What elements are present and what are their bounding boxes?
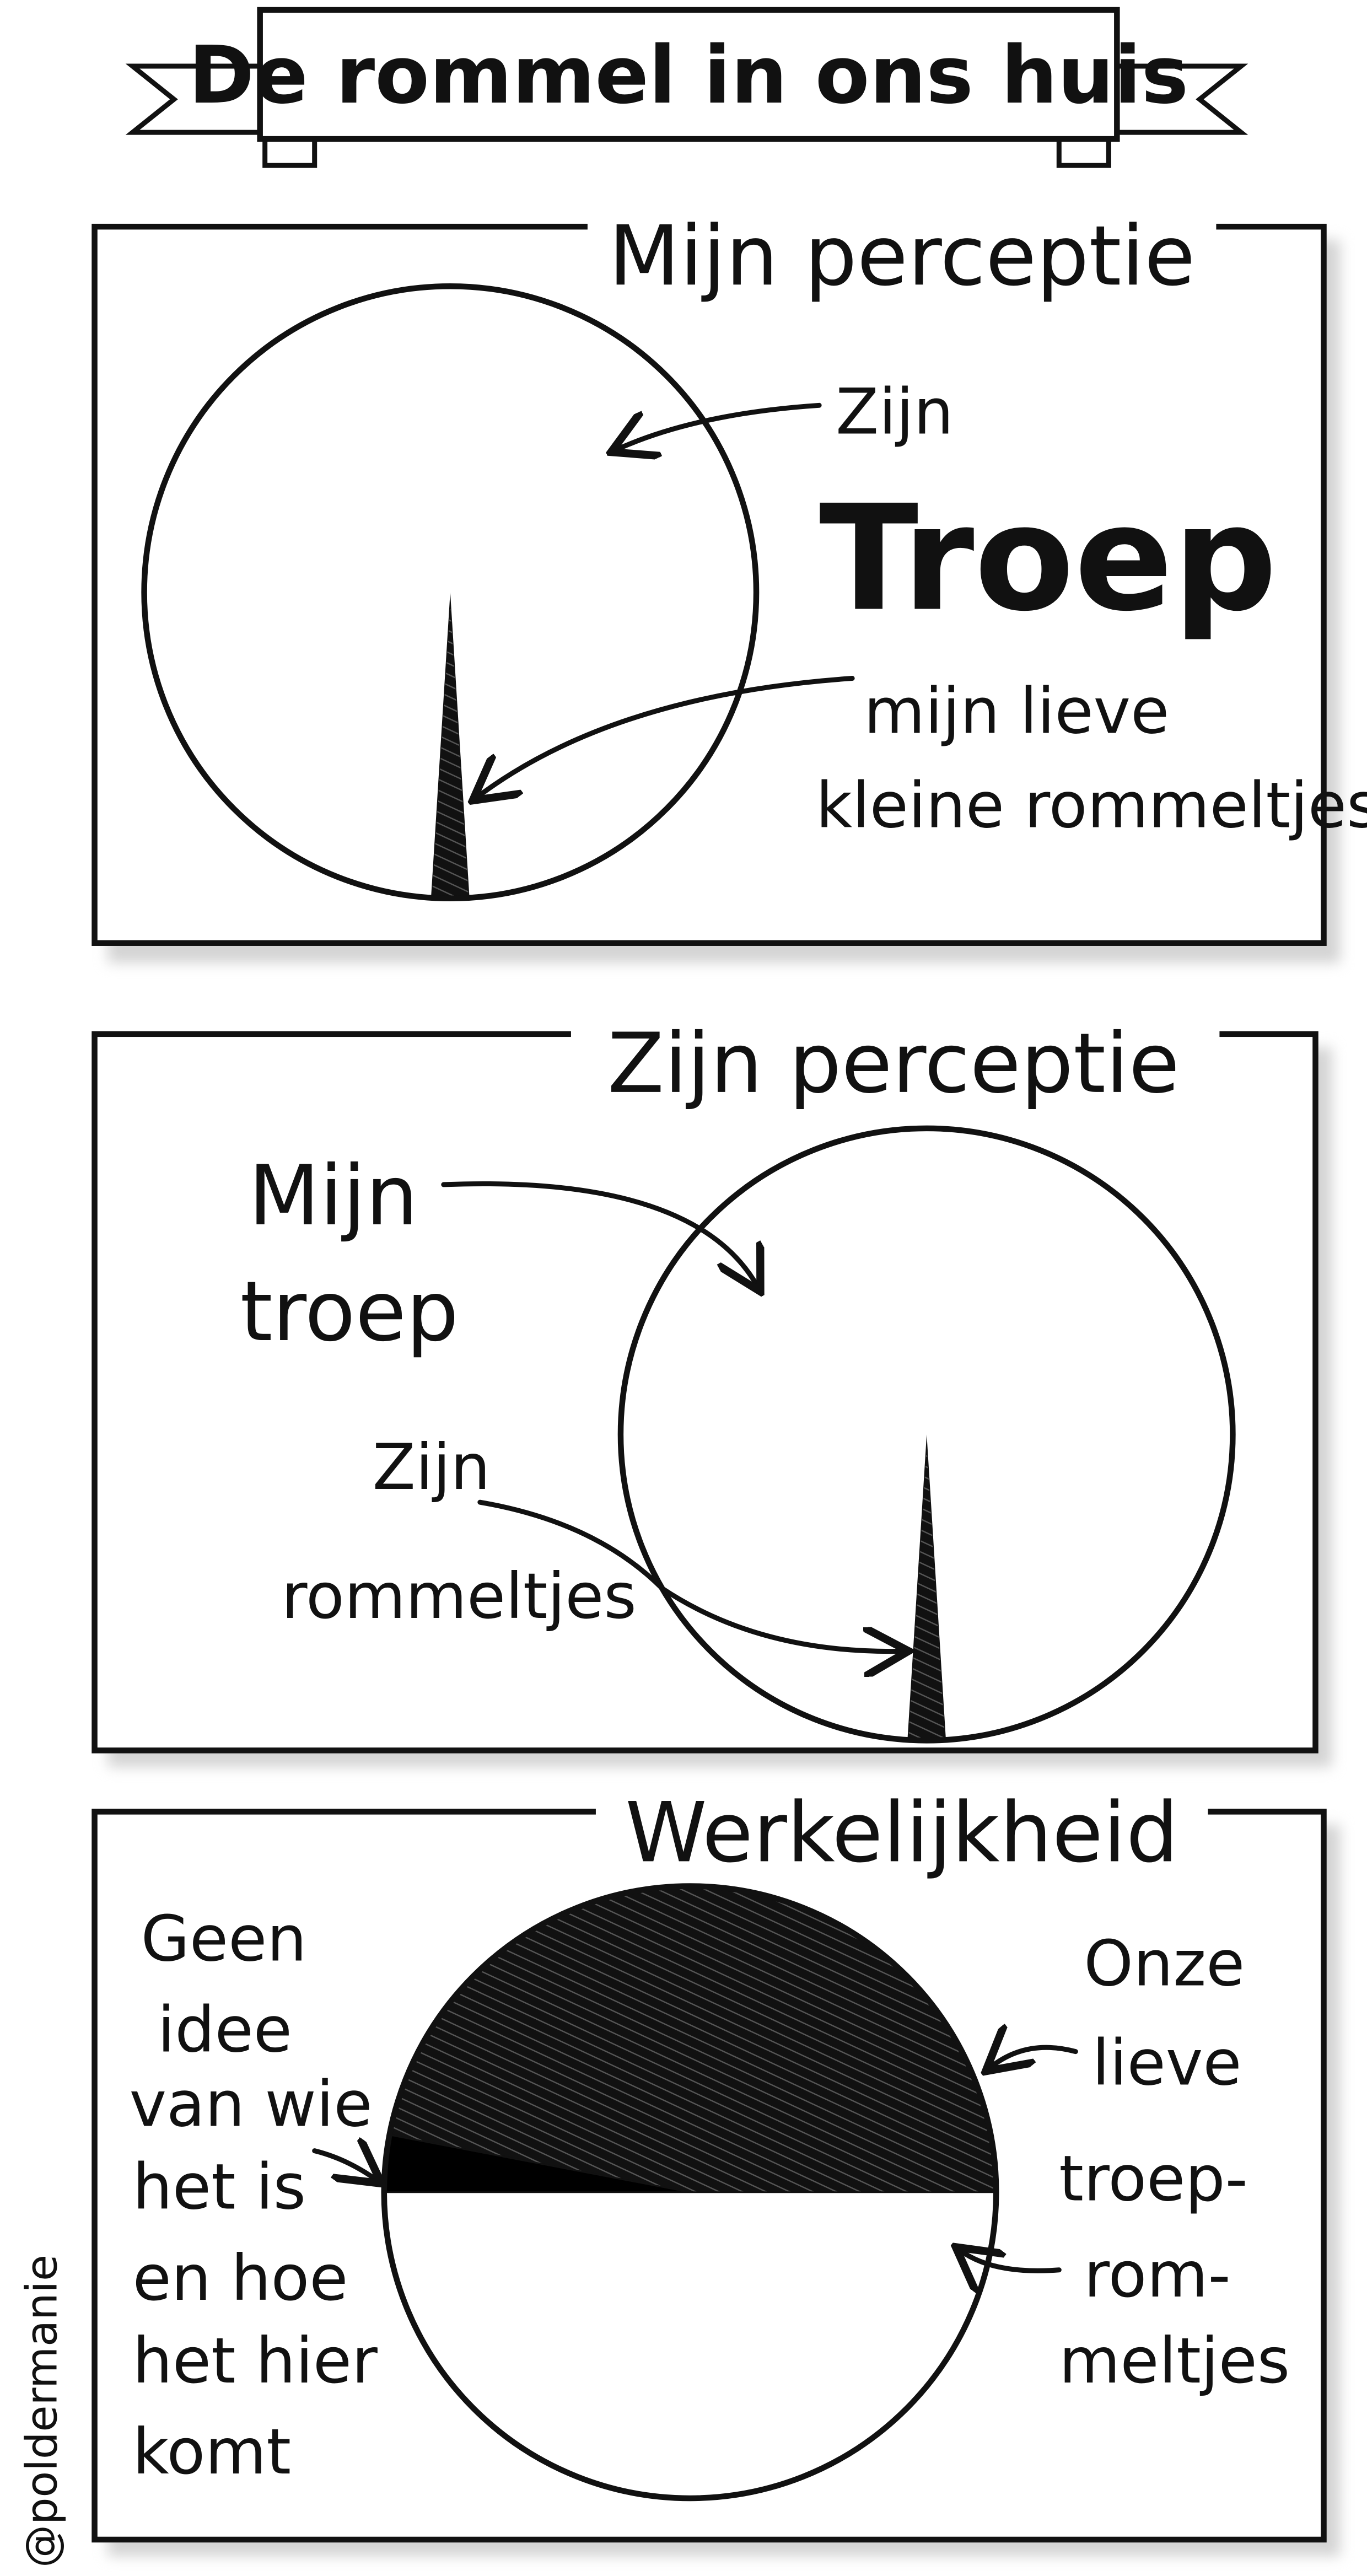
label-line: het is (133, 2150, 306, 2224)
page-title: De rommel in ons huis (189, 29, 1189, 121)
label-geen-idee: Geen idee van wie het is en hoe het hier… (130, 1902, 378, 2488)
panel-heading: Werkelijkheid (625, 1785, 1178, 1881)
label-line: idee (158, 1993, 292, 2067)
panel-heading: Mijn perceptie (609, 208, 1195, 304)
arrow-to-rommeltjes (477, 676, 855, 798)
label-onze-lieve-troep-rommeltjes: Onze lieve troep- rom- meltjes (1059, 1927, 1290, 2397)
panel-zijn-perceptie: Zijn perceptie Mijn troep Zijn rommeltje… (92, 1016, 1332, 1767)
pie-chart (381, 1883, 999, 2502)
pie-slice (620, 1128, 1233, 1740)
arrow-to-bottom-half (960, 2250, 1062, 2271)
label-line: meltjes (1059, 2324, 1290, 2397)
pie-slice (144, 286, 757, 898)
title-banner: De rommel in ons huis (125, 7, 1248, 168)
label-zijn: Zijn (373, 1430, 491, 1504)
label-line: rom- (1084, 2238, 1230, 2311)
pie-outline (381, 1883, 999, 2502)
label-line: Geen (141, 1902, 307, 1976)
banner-box (257, 7, 1120, 142)
pie-outline (141, 283, 760, 901)
arrow-to-top-half (989, 2047, 1078, 2068)
label-troep: Troep (819, 474, 1277, 643)
label-line: van wie (130, 2068, 373, 2141)
panel-werkelijkheid: Werkelijkheid Geen idee van wie het is e… (92, 1785, 1341, 2556)
arrow-to-zijn-rommeltjes (477, 1499, 903, 1651)
pie-chart (617, 1125, 1236, 1744)
label-mijn: Mijn (249, 1148, 418, 1244)
pie-slice (384, 2192, 997, 2498)
label-line: en hoe (133, 2241, 348, 2315)
label-rommeltjes: rommeltjes (282, 1559, 637, 1633)
pie-outline (617, 1125, 1236, 1744)
panel-mijn-perceptie: Mijn perceptie Zijn Troep mijn lieve kle… (92, 208, 1367, 963)
label-line: het hier (133, 2324, 378, 2397)
label-line: komt (133, 2415, 292, 2488)
arrow-to-mijn-troep (441, 1181, 758, 1287)
label-line: lieve (1092, 2026, 1241, 2100)
label-mijn-lieve: mijn lieve (864, 675, 1169, 748)
arrow-to-troep (616, 402, 822, 450)
label-kleine-rommeltjes: kleine rommeltjes (816, 769, 1367, 842)
arrow-to-black-wedge (312, 2151, 378, 2181)
label-troep: troep (240, 1264, 459, 1360)
watermark: @poldermanie (18, 2255, 67, 2568)
label-zijn: Zijn (836, 375, 954, 448)
panel-heading: Zijn perceptie (607, 1016, 1180, 1112)
label-line: Onze (1084, 1927, 1245, 2000)
label-line: troep- (1059, 2142, 1248, 2215)
pie-chart (141, 283, 760, 901)
